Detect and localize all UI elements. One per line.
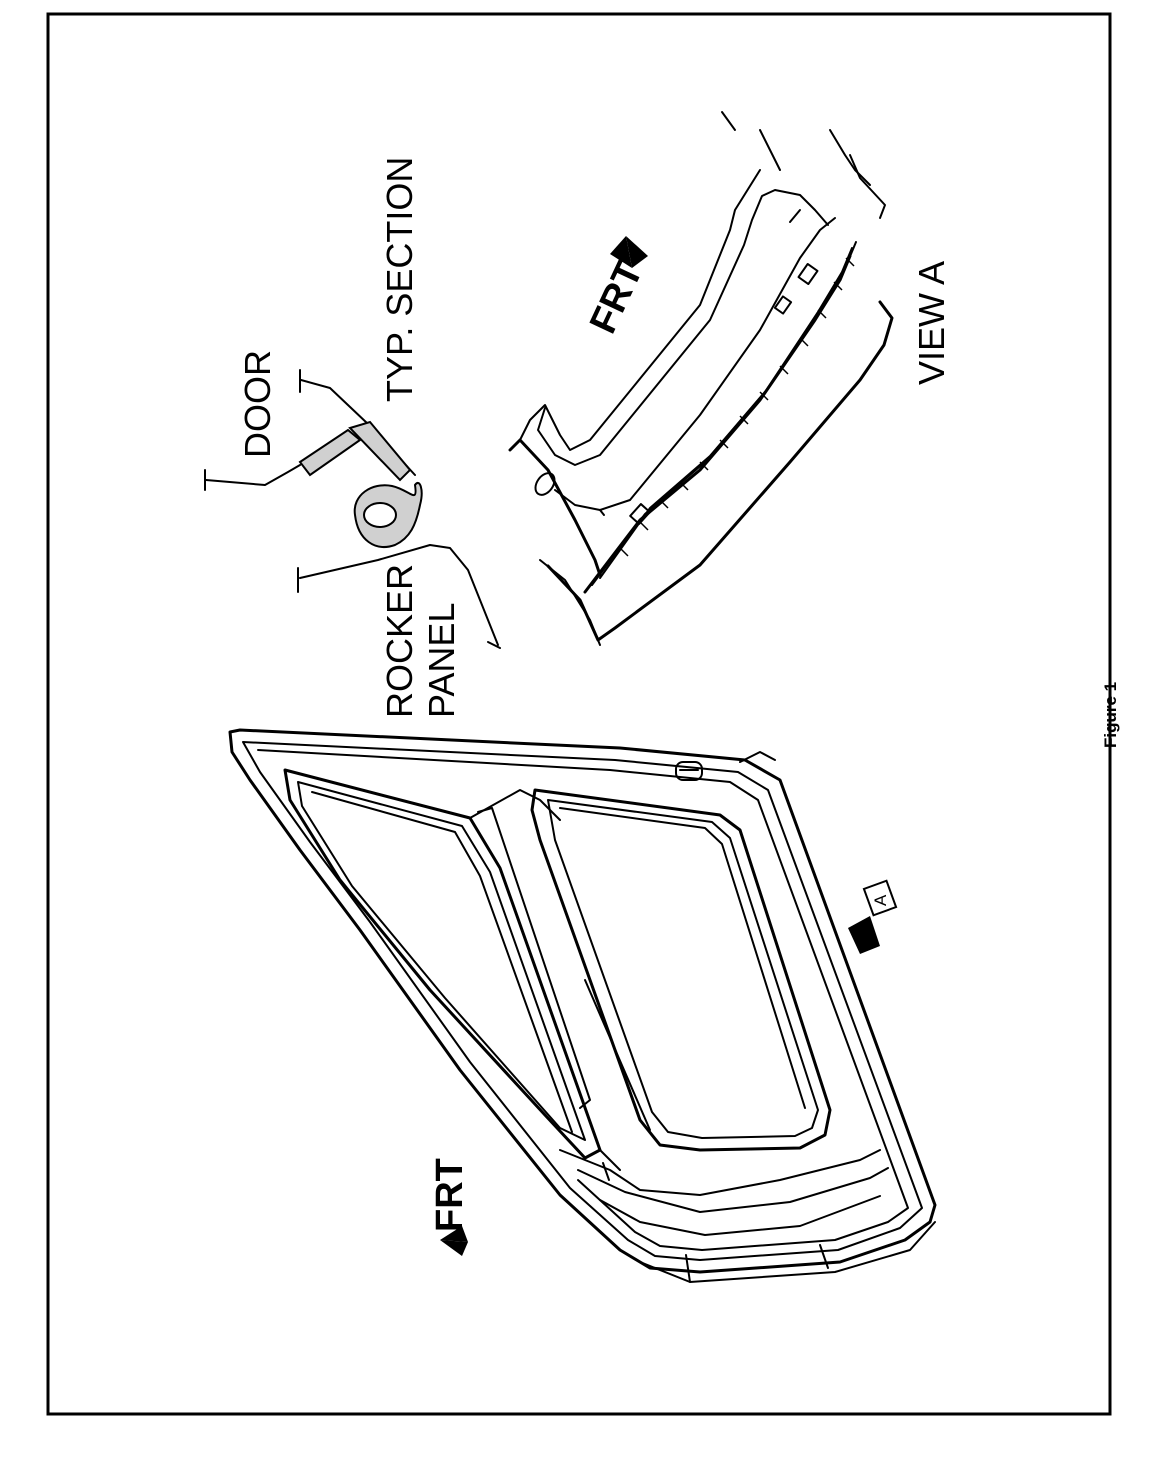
figure-frame bbox=[46, 12, 1112, 1416]
frt-label-door: FRT bbox=[429, 1158, 471, 1232]
front-direction-arrow-view-a: FRT bbox=[582, 236, 651, 340]
typ-section-label: TYP. SECTION bbox=[379, 157, 420, 402]
view-a-marker-letter: A bbox=[871, 894, 890, 906]
rocker-label: ROCKER bbox=[379, 564, 420, 718]
view-a-drawing bbox=[508, 111, 894, 646]
view-a-seal-hatching bbox=[619, 257, 855, 557]
frt-label-view-a: FRT bbox=[582, 255, 651, 340]
typical-section-drawing bbox=[204, 369, 501, 649]
figure-caption: Figure 1 bbox=[1101, 682, 1120, 748]
door-assembly-drawing bbox=[228, 728, 937, 1283]
front-direction-arrow-door: FRT bbox=[429, 1158, 471, 1256]
view-a-marker: A bbox=[848, 879, 898, 954]
door-label: DOOR bbox=[237, 350, 278, 458]
panel-label: PANEL bbox=[421, 603, 462, 718]
view-a-marker-box bbox=[862, 879, 898, 917]
view-a-label: VIEW A bbox=[911, 261, 952, 385]
